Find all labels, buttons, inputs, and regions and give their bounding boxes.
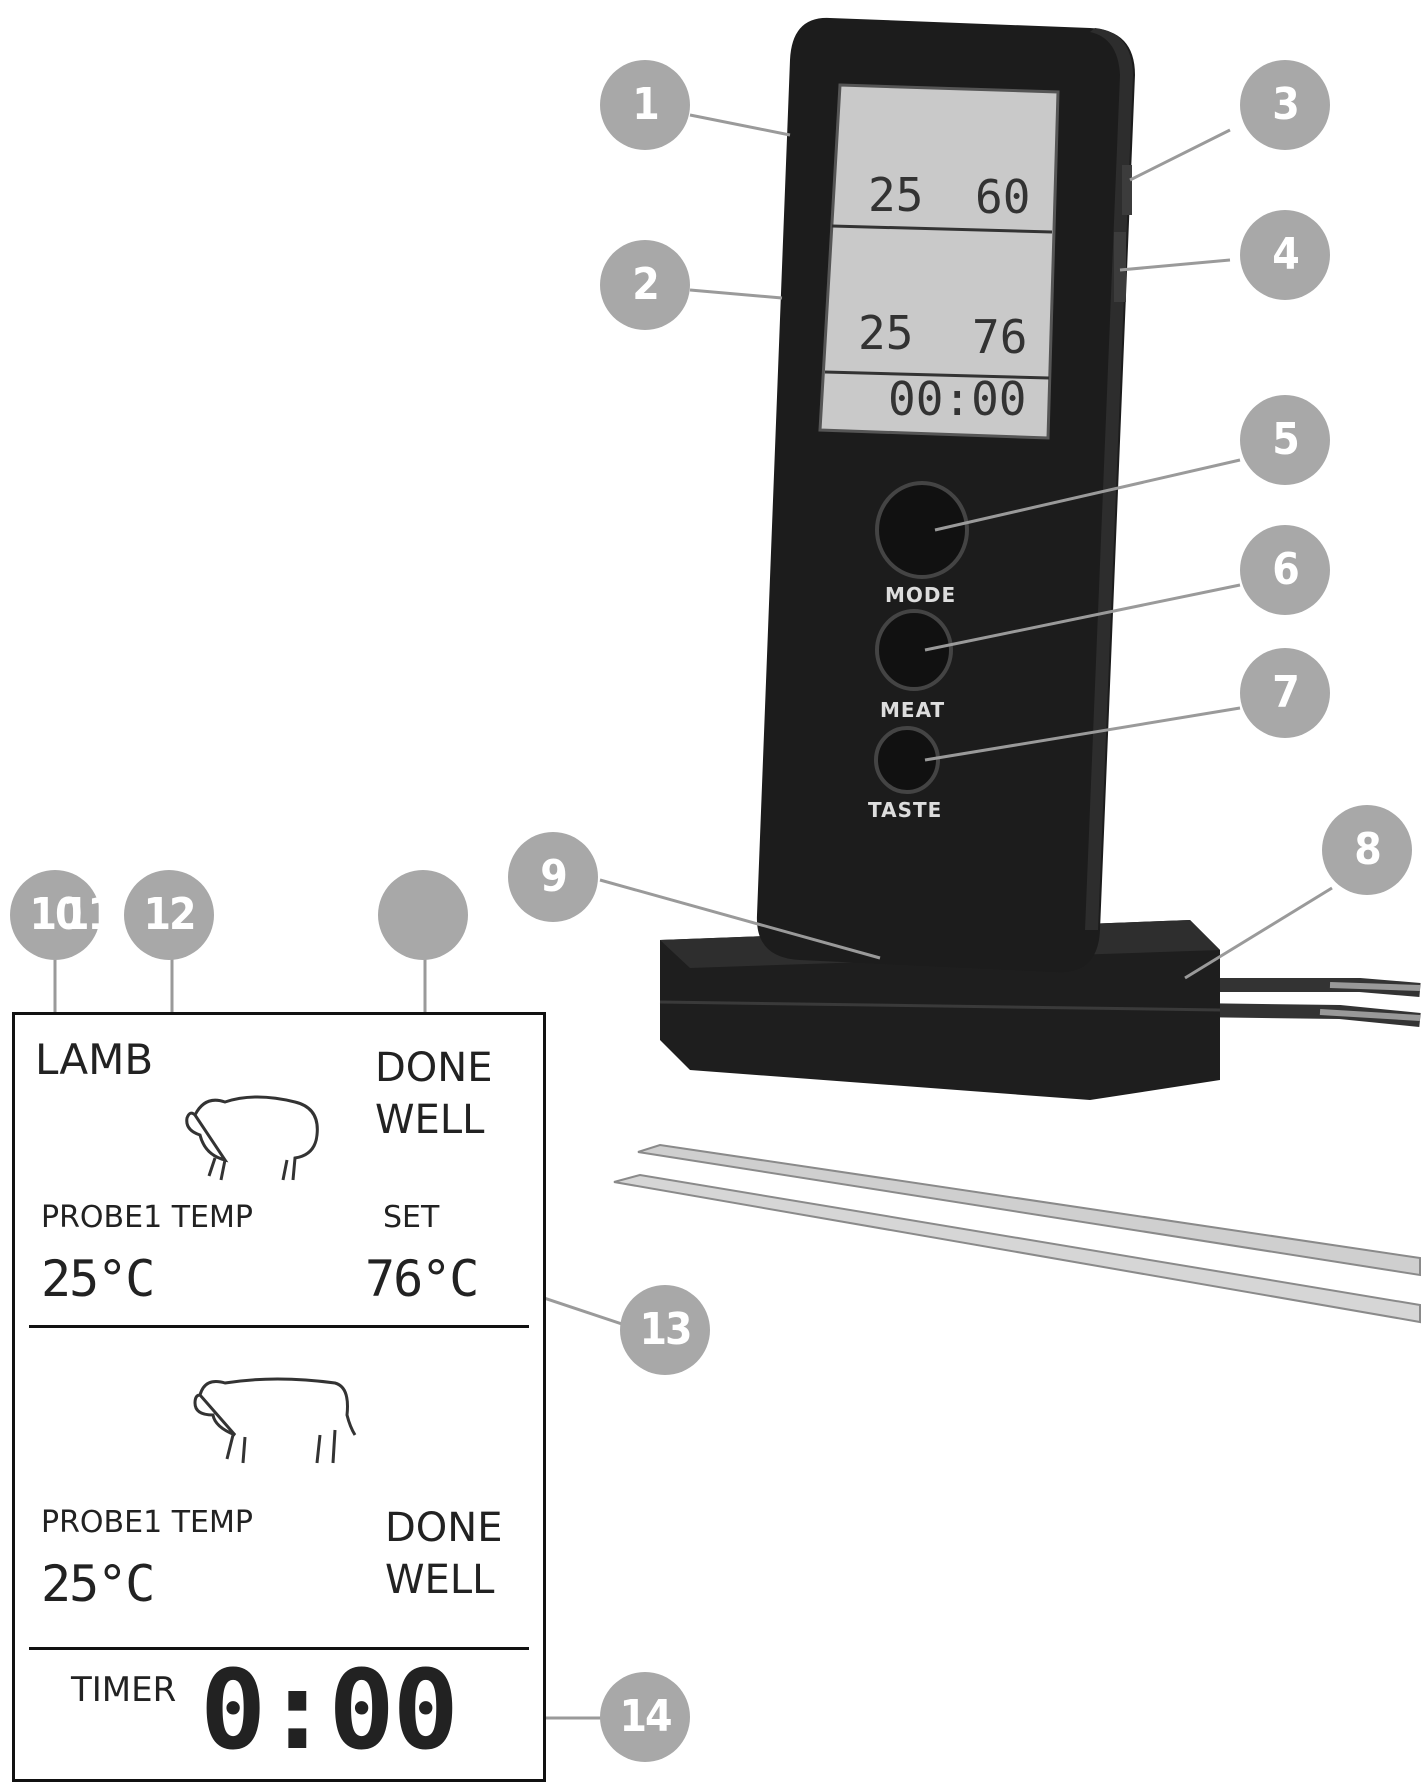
callout-2: 2 bbox=[600, 240, 690, 330]
callout-4: 4 bbox=[1240, 210, 1330, 300]
callout-3: 3 bbox=[1240, 60, 1330, 150]
probe-skewers bbox=[613, 1143, 1421, 1324]
callout-7: 7 bbox=[1240, 648, 1330, 738]
taste-button-label: TASTE bbox=[868, 798, 943, 822]
device-probe2-set: 76 bbox=[972, 310, 1028, 364]
callout-1: 1 bbox=[600, 60, 690, 150]
callout-12: 12 bbox=[124, 870, 214, 960]
probe-temp-top: 25°C bbox=[41, 1250, 155, 1308]
beef-icon bbox=[193, 1377, 357, 1464]
probe-temp-label-bottom: PROBE1 TEMP bbox=[41, 1505, 253, 1540]
probe-temp-label-top: PROBE1 TEMP bbox=[41, 1200, 253, 1235]
device-probe1-set: 60 bbox=[975, 170, 1031, 224]
mode-button-label: MODE bbox=[885, 583, 957, 607]
callout-10: 10 bbox=[10, 870, 100, 960]
device-probe2-temp: 25 bbox=[858, 306, 914, 360]
callout-5: 5 bbox=[1240, 395, 1330, 485]
meat-type-label: LAMB bbox=[35, 1035, 154, 1084]
set-temp: 76°C bbox=[365, 1250, 479, 1308]
device-buttons bbox=[874, 481, 969, 794]
display-detail-panel: LAMB DONE WELL PROBE1 TEMP SET 25°C 76°C… bbox=[12, 1012, 546, 1782]
callout-15 bbox=[378, 870, 468, 960]
panel-divider-2 bbox=[29, 1647, 529, 1650]
meat-button-label: MEAT bbox=[880, 698, 946, 722]
doneness-top-line1: DONE bbox=[375, 1045, 493, 1091]
doneness-bottom-line1: DONE bbox=[385, 1505, 503, 1551]
timer-label: TIMER bbox=[71, 1670, 177, 1710]
callout-11: 11 bbox=[62, 889, 115, 940]
probe-cables bbox=[1189, 978, 1421, 1027]
doneness-top-line2: WELL bbox=[375, 1097, 485, 1143]
set-label: SET bbox=[383, 1200, 440, 1235]
callout-8: 8 bbox=[1322, 805, 1412, 895]
device-timer: 00:00 bbox=[888, 372, 1027, 426]
probe-temp-bottom: 25°C bbox=[41, 1555, 155, 1613]
doneness-bottom-line2: WELL bbox=[385, 1557, 495, 1603]
timer-value: 0:00 bbox=[200, 1646, 459, 1774]
callout-14: 14 bbox=[600, 1672, 690, 1762]
panel-divider-1 bbox=[29, 1325, 529, 1328]
lamb-icon bbox=[185, 1095, 319, 1181]
callout-13: 13 bbox=[620, 1285, 710, 1375]
device-lcd bbox=[818, 83, 1060, 440]
callout-6: 6 bbox=[1240, 525, 1330, 615]
device-probe1-temp: 25 bbox=[868, 168, 924, 222]
callout-9: 9 bbox=[508, 832, 598, 922]
